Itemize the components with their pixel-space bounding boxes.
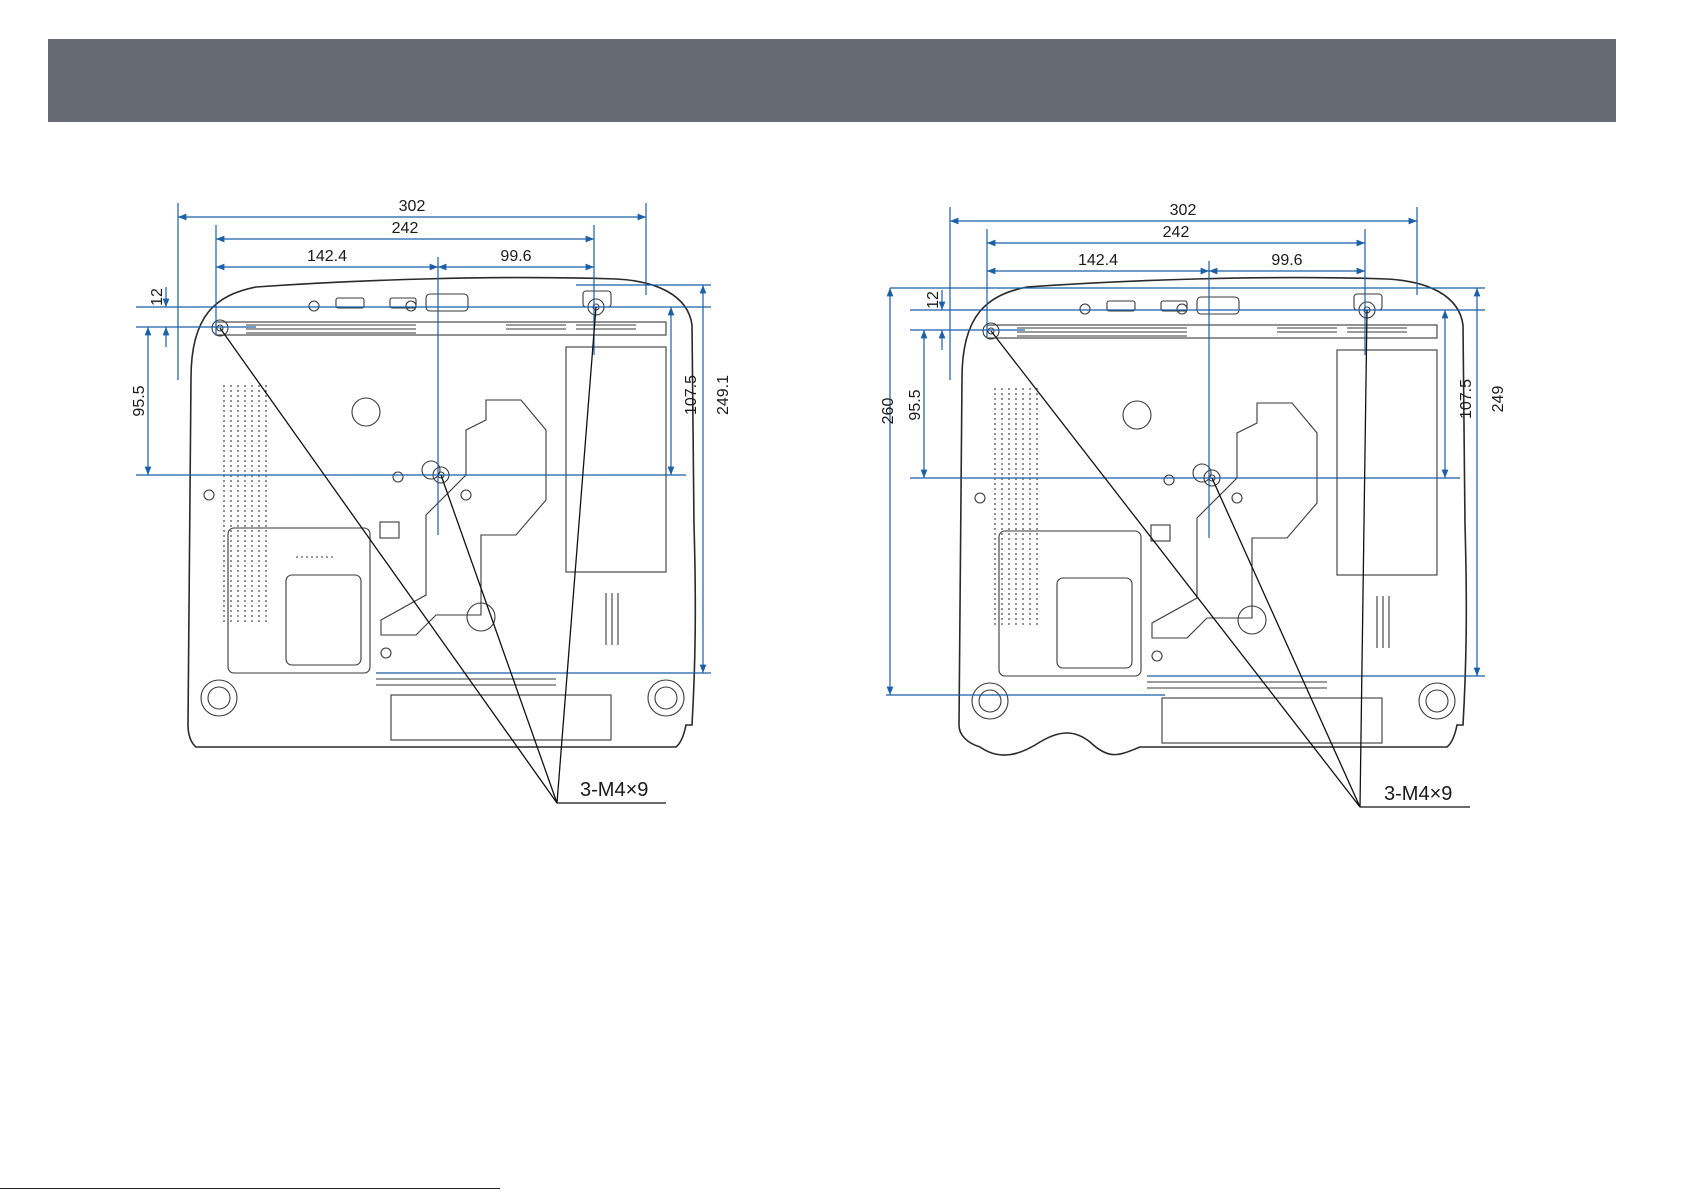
projector-outline <box>959 278 1466 755</box>
dim-overall-depth: 249 <box>1490 386 1507 413</box>
dim-overall-depth: 249.1 <box>715 375 732 415</box>
dimension-lines: 302 242 142.4 99.6 12 95.5 260 107.5 249 <box>880 202 1507 695</box>
dim-hole-span: 242 <box>392 220 419 237</box>
dim-left-height: 95.5 <box>907 389 924 420</box>
screw-holes <box>212 299 604 483</box>
dim-left-height: 95.5 <box>131 385 148 416</box>
dim-hole-span: 242 <box>1163 224 1190 241</box>
projector-bottom-diagram-right: 302 242 142.4 99.6 12 95.5 260 107.5 249… <box>910 195 1550 835</box>
dim-right-height: 107.5 <box>683 375 700 415</box>
dim-overall-width: 302 <box>1170 202 1197 219</box>
footer-rule <box>0 1188 500 1189</box>
header-bar <box>48 39 1616 122</box>
screw-callout: 3-M4×9 <box>220 307 666 803</box>
screw-holes <box>983 302 1375 486</box>
callout-label: 3-M4×9 <box>580 779 648 801</box>
callout-label: 3-M4×9 <box>1384 783 1452 805</box>
dim-right-offset: 99.6 <box>1271 252 1302 269</box>
projector-bottom-diagram-left: 302 242 142.4 99.6 12 95.5 107.5 249.1 3… <box>136 195 776 835</box>
vent-slots <box>995 388 1037 628</box>
dim-left-offset: 142.4 <box>307 248 347 265</box>
dim-overall-width: 302 <box>399 198 426 215</box>
dim-total-depth: 260 <box>880 398 897 425</box>
dim-left-offset: 142.4 <box>1078 252 1118 269</box>
vent-slots <box>224 385 336 625</box>
dim-right-height: 107.5 <box>1458 379 1475 419</box>
dim-right-offset: 99.6 <box>500 248 531 265</box>
dim-top-margin: 12 <box>925 291 942 309</box>
projector-outline <box>188 278 695 747</box>
dim-top-margin: 12 <box>149 288 166 306</box>
dimension-lines: 302 242 142.4 99.6 12 95.5 107.5 249.1 <box>131 198 732 673</box>
